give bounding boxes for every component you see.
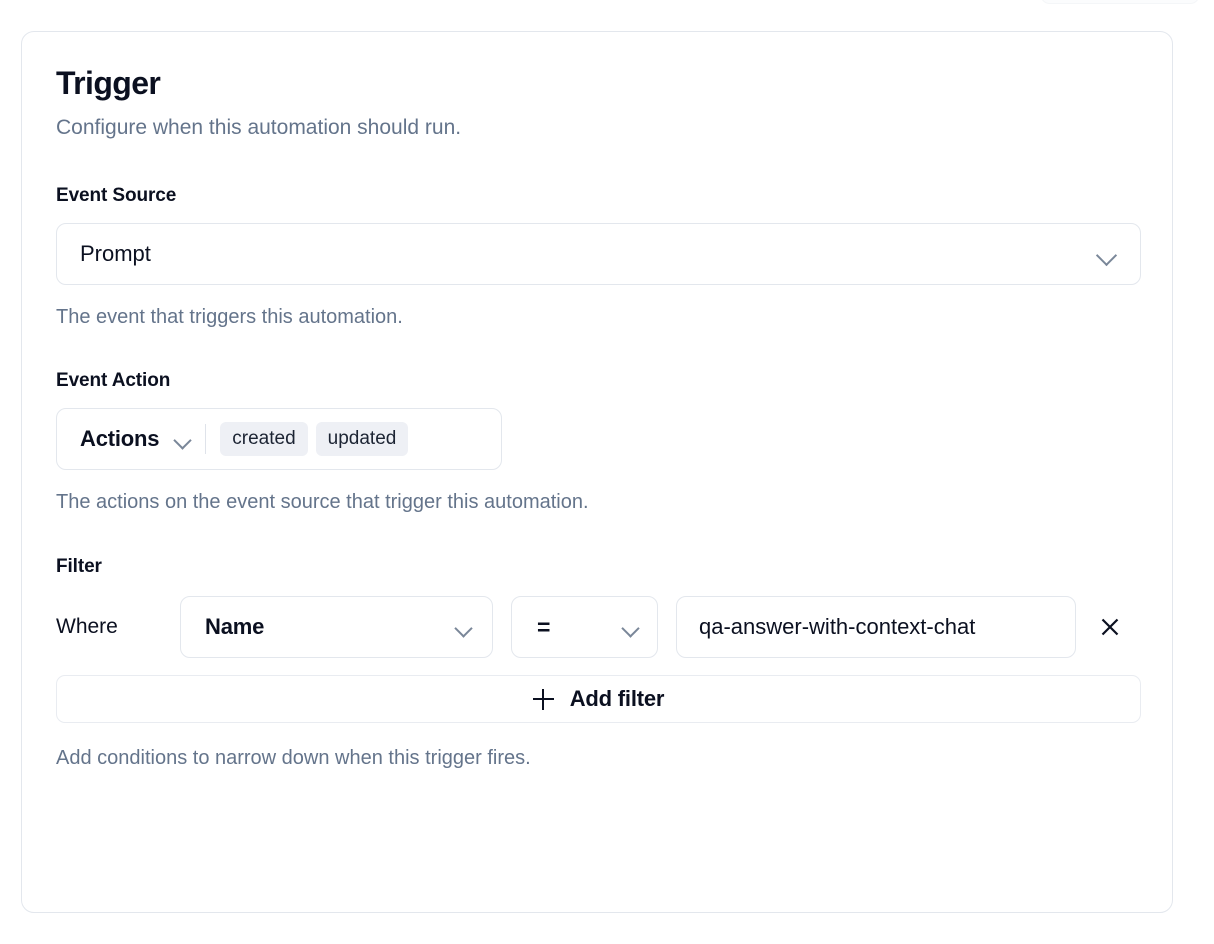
chevron-down-icon [173,434,191,445]
filter-operator-value: = [537,613,551,640]
event-action-chip[interactable]: created [220,422,308,457]
event-action-field: Event Action Actions created updated The… [56,370,1138,515]
chevron-down-icon [621,622,639,633]
event-action-label: Event Action [56,370,171,392]
event-action-chip[interactable]: updated [315,422,409,457]
event-source-help: The event that triggers this automation. [56,306,403,329]
event-action-chip-list: created updated [220,422,409,457]
divider [205,424,207,455]
filter-field-select[interactable]: Name [180,596,493,659]
event-source-value: Prompt [80,241,151,267]
add-filter-button[interactable]: Add filter [56,675,1141,724]
filter-row: Where Name = [56,596,1138,659]
event-action-help: The actions on the event source that tri… [56,491,589,514]
where-label: Where [56,615,118,639]
page-title: Trigger [56,65,161,101]
page-subtitle: Configure when this automation should ru… [56,115,462,139]
close-icon [1101,618,1119,636]
filter-field: Filter Where Name = [56,556,1141,771]
filter-help: Add conditions to narrow down when this … [56,747,531,770]
filter-label: Filter [56,556,102,578]
event-action-multiselect[interactable]: Actions created updated [56,408,502,471]
filter-field-value: Name [205,614,265,640]
filter-value-input[interactable] [676,596,1076,659]
chevron-down-icon [454,622,472,633]
remove-filter-button[interactable] [1084,601,1136,653]
event-source-select[interactable]: Prompt [56,223,1141,286]
event-source-label: Event Source [56,185,177,207]
trigger-card: Trigger Configure when this automation s… [21,31,1173,913]
clipped-card-above [1040,0,1200,4]
chevron-down-icon [1096,248,1118,261]
event-action-trigger-label: Actions [80,426,160,452]
event-source-field: Event Source Prompt The event that trigg… [56,185,1141,330]
plus-icon [532,688,554,710]
filter-operator-select[interactable]: = [511,596,658,659]
add-filter-label: Add filter [569,686,665,712]
